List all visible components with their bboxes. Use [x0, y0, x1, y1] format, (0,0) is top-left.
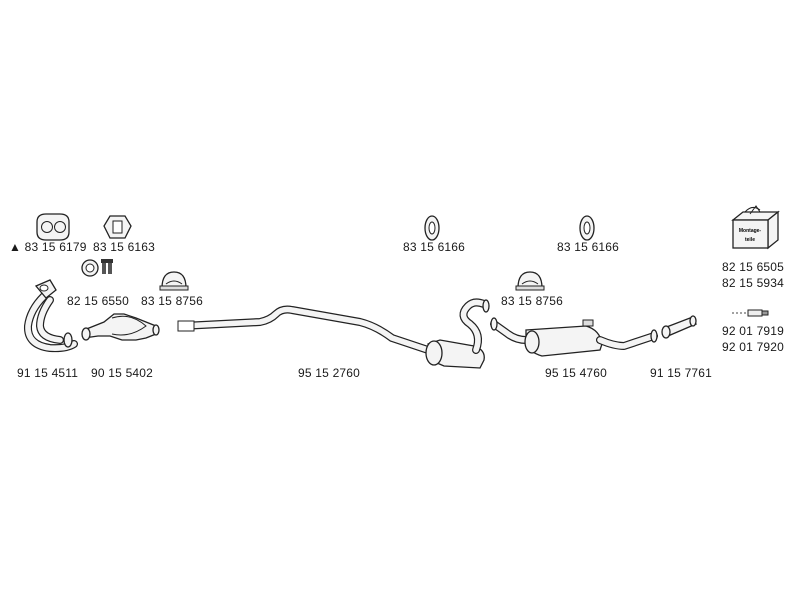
pipe-clamp-rear-part[interactable]: [515, 271, 545, 291]
triangle-marker-icon: ▲: [9, 240, 22, 254]
rubber-hanger-front-part[interactable]: [103, 215, 132, 239]
mounting-kit-box[interactable]: Montage- teile: [731, 205, 780, 250]
part-label-clamp-front: 83 15 8756: [141, 294, 204, 308]
rubber-hanger-mid-part[interactable]: [424, 215, 440, 241]
tail-pipe-part[interactable]: [661, 315, 698, 339]
part-label-sensor-b: 92 01 7920: [722, 340, 785, 354]
part-label-kit-a: 82 15 6505: [722, 260, 785, 274]
part-label-tail-pipe: 91 15 7761: [650, 366, 713, 380]
rear-silencer-part[interactable]: [490, 317, 658, 357]
part-label-clamp-rear: 83 15 8756: [501, 294, 564, 308]
part-label-sensor-a: 92 01 7919: [722, 324, 785, 338]
part-label-gasket-front: ▲ 83 15 6179: [9, 240, 87, 254]
part-label-rear-silencer: 95 15 4760: [545, 366, 608, 380]
bolt-set-part[interactable]: [101, 259, 113, 274]
part-label-front-pipe: 91 15 4511: [17, 366, 79, 380]
part-label-kit-b: 82 15 5934: [722, 276, 785, 290]
gasket-ring-part[interactable]: [81, 259, 99, 277]
part-label-middle-section: 95 15 2760: [298, 366, 361, 380]
svg-text:teile: teile: [745, 237, 755, 243]
lambda-sensor-part[interactable]: [732, 309, 769, 317]
middle-section-pipe-part[interactable]: [177, 298, 490, 369]
part-label-hanger-mid: 83 15 6166: [403, 240, 466, 254]
rubber-hanger-rear-part[interactable]: [579, 215, 595, 241]
pipe-clamp-front-part[interactable]: [159, 271, 189, 291]
flange-gasket-part[interactable]: [36, 213, 70, 241]
part-label-hanger-front: 83 15 6163: [93, 240, 156, 254]
part-label-catalyst: 90 15 5402: [91, 366, 154, 380]
kit-box-text: Montage-: [739, 228, 762, 234]
part-label-gasket-ring: 82 15 6550: [67, 294, 130, 308]
part-label-hanger-rear: 83 15 6166: [557, 240, 620, 254]
catalytic-converter-part[interactable]: [81, 313, 160, 341]
front-pipe-part[interactable]: [23, 279, 78, 353]
